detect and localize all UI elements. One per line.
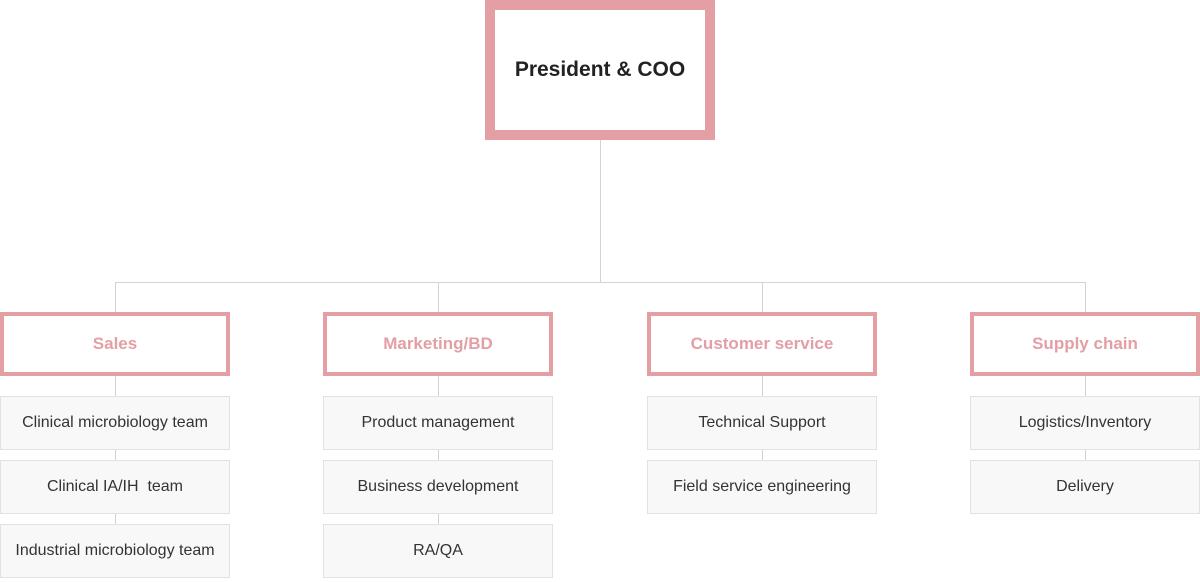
team-label: Business development xyxy=(357,478,519,495)
team-node: Technical Support xyxy=(647,396,877,450)
department-customer-service: Customer service xyxy=(647,312,877,376)
team-label: Field service engineering xyxy=(673,478,851,495)
team-label: Logistics/Inventory xyxy=(1018,414,1152,431)
department-sales: Sales xyxy=(0,312,230,376)
connector-horizontal-bus xyxy=(115,282,1086,283)
team-node: Industrial microbiology team xyxy=(0,524,230,578)
team-label: Technical Support xyxy=(698,414,826,431)
team-node: Business development xyxy=(323,460,553,514)
root-node-president-coo: President & COO xyxy=(485,0,715,140)
connector-sales-stack xyxy=(115,376,116,524)
connector-drop-marketing xyxy=(438,282,439,312)
department-label: Customer service xyxy=(690,334,834,353)
team-label: RA/QA xyxy=(413,542,463,559)
root-node-label: President & COO xyxy=(514,58,686,81)
team-node: Product management xyxy=(323,396,553,450)
team-node: Field service engineering xyxy=(647,460,877,514)
team-label: Product management xyxy=(361,414,515,431)
team-node: RA/QA xyxy=(323,524,553,578)
department-label: Supply chain xyxy=(1032,334,1138,353)
team-node: Clinical microbiology team xyxy=(0,396,230,450)
team-node: Logistics/Inventory xyxy=(970,396,1200,450)
connector-drop-customer-service xyxy=(762,282,763,312)
connector-drop-sales xyxy=(115,282,116,312)
connector-drop-supply-chain xyxy=(1085,282,1086,312)
team-label: Delivery xyxy=(1056,478,1114,495)
connector-root-vertical xyxy=(600,140,601,282)
connector-marketing-stack xyxy=(438,376,439,524)
department-label: Marketing/BD xyxy=(383,334,493,353)
team-label: Clinical microbiology team xyxy=(22,414,208,431)
department-label: Sales xyxy=(92,334,138,353)
department-marketing-bd: Marketing/BD xyxy=(323,312,553,376)
team-node: Clinical IA/IH team xyxy=(0,460,230,514)
team-label: Clinical IA/IH team xyxy=(46,478,184,495)
team-node: Delivery xyxy=(970,460,1200,514)
team-label: Industrial microbiology team xyxy=(15,542,215,559)
department-supply-chain: Supply chain xyxy=(970,312,1200,376)
